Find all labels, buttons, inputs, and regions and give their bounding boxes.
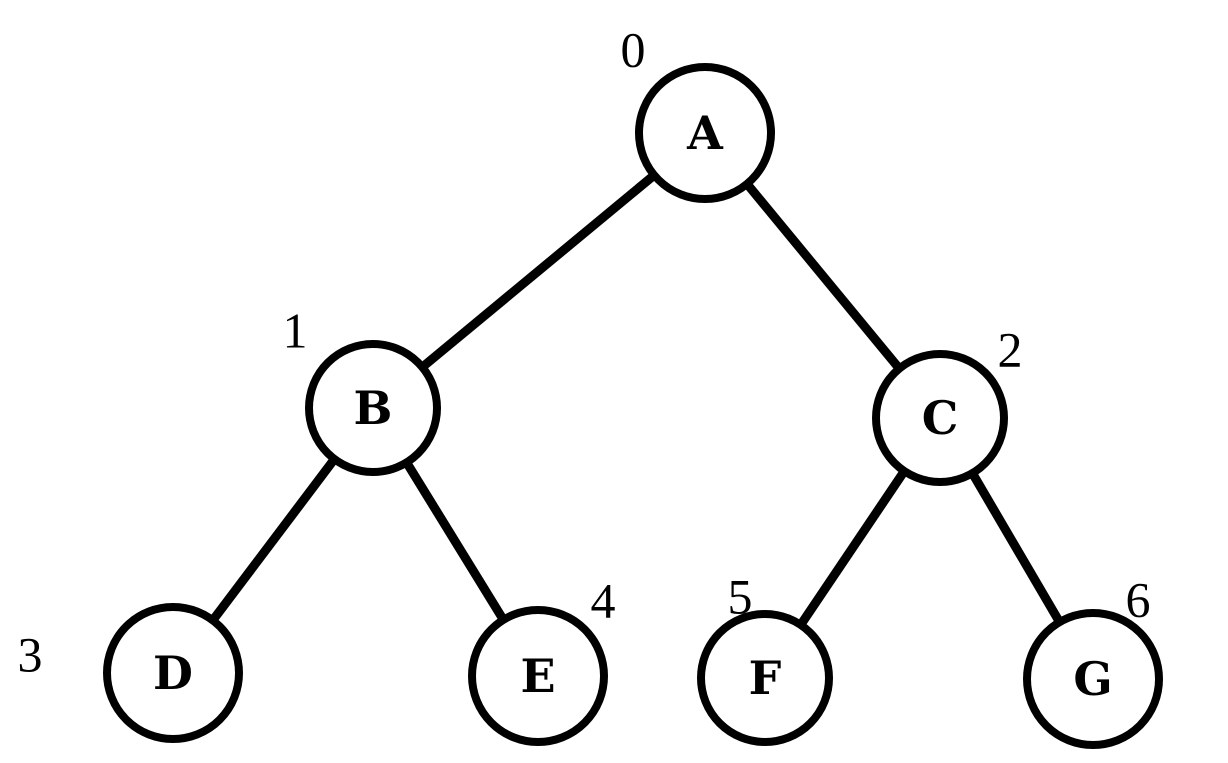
- node-f-index: 5: [728, 568, 753, 624]
- edges-layer: [209, 171, 1064, 628]
- node-f-label: F: [749, 651, 782, 705]
- node-a: A: [635, 63, 775, 203]
- edge-a-c: [743, 181, 903, 372]
- node-e-circle: [468, 606, 608, 746]
- node-c-label: C: [922, 391, 959, 445]
- node-c: C: [872, 350, 1008, 486]
- node-d-label: D: [153, 646, 193, 700]
- node-d-index: 3: [18, 626, 43, 682]
- index-labels-layer: 0 1 2 3 4 5 6: [18, 21, 1151, 682]
- node-a-index: 0: [621, 21, 646, 77]
- node-a-label: A: [686, 106, 724, 160]
- node-c-index: 2: [998, 321, 1023, 377]
- edge-c-f: [796, 468, 909, 628]
- node-e-index: 4: [591, 572, 616, 628]
- node-c-circle: [872, 350, 1008, 486]
- node-g-index: 6: [1126, 571, 1151, 627]
- edge-c-g: [968, 470, 1064, 625]
- edge-b-e: [402, 460, 508, 623]
- node-f-circle: [697, 610, 833, 746]
- node-b-label: B: [354, 381, 393, 435]
- node-b: B: [305, 340, 441, 476]
- node-e-label: E: [520, 649, 555, 703]
- node-d-circle: [103, 603, 243, 743]
- node-b-circle: [305, 340, 441, 476]
- node-g-label: G: [1073, 652, 1112, 706]
- edge-a-b: [419, 171, 658, 371]
- nodes-layer: A B C D E F G: [103, 63, 1163, 749]
- node-e: E: [468, 606, 608, 746]
- node-a-circle: [635, 63, 775, 203]
- edge-b-d: [209, 456, 338, 624]
- node-f: F: [697, 610, 833, 746]
- node-g-circle: [1023, 609, 1163, 749]
- node-b-index: 1: [283, 302, 308, 358]
- node-g: G: [1023, 609, 1163, 749]
- node-d: D: [103, 603, 243, 743]
